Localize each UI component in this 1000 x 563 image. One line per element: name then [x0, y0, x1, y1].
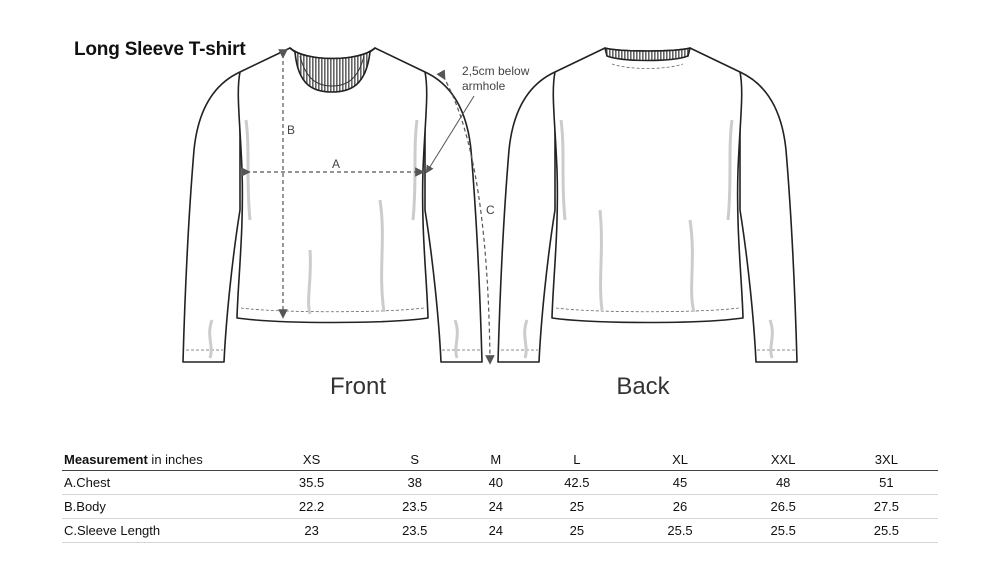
back-details — [501, 63, 795, 351]
sleeve-measure-label: C — [486, 203, 495, 217]
armhole-pointer-line — [425, 95, 475, 174]
table-cell: 48 — [731, 470, 835, 495]
table-cell: 25 — [525, 518, 629, 543]
table-cell: 42.5 — [525, 470, 629, 495]
table-cell: 35.5 — [260, 470, 364, 495]
table-cell: 25 — [525, 494, 629, 519]
size-header-xl: XL — [628, 448, 732, 471]
row-label: A.Chest — [62, 470, 260, 495]
back-view-label: Back — [616, 373, 670, 400]
body-measure-label: B — [287, 123, 296, 137]
measurement-header: Measurement in inches — [62, 448, 260, 471]
sleeve-measure-line — [436, 69, 495, 365]
armhole-note-line2: armhole — [462, 79, 506, 93]
table-row: A.Chest 35.5 38 40 42.5 45 48 51 — [62, 470, 938, 495]
front-shirt — [182, 47, 483, 363]
chest-measure-label: A — [332, 157, 341, 171]
table-cell: 38 — [363, 470, 467, 495]
table-cell: 24 — [466, 518, 526, 543]
size-header-m: M — [466, 448, 526, 471]
table-cell: 45 — [628, 470, 732, 495]
table-cell: 27.5 — [834, 494, 938, 519]
table-cell: 51 — [834, 470, 938, 495]
size-chart-table: Measurement in inches XS S M L XL XXL 3X… — [62, 448, 938, 543]
measurement-header-bold: Measurement — [64, 451, 148, 467]
row-label: B.Body — [62, 494, 260, 519]
table-cell: 25.5 — [834, 518, 938, 543]
size-chart-header-row: Measurement in inches XS S M L XL XXL 3X… — [62, 448, 938, 471]
size-header-l: L — [525, 448, 629, 471]
table-row: C.Sleeve Length 23 23.5 24 25 25.5 25.5 … — [62, 518, 938, 543]
row-label: C.Sleeve Length — [62, 518, 260, 543]
table-cell: 26.5 — [731, 494, 835, 519]
back-folds — [523, 119, 774, 359]
size-header-s: S — [363, 448, 467, 471]
size-header-xs: XS — [260, 448, 364, 471]
table-cell: 24 — [466, 494, 526, 519]
table-cell: 23.5 — [363, 494, 467, 519]
table-cell: 25.5 — [731, 518, 835, 543]
page-title: Long Sleeve T-shirt — [74, 39, 246, 60]
size-header-xxl: XXL — [731, 448, 835, 471]
garment-illustration — [182, 47, 798, 365]
table-cell: 23 — [260, 518, 364, 543]
front-view-label: Front — [329, 373, 386, 400]
table-row: B.Body 22.2 23.5 24 25 26 26.5 27.5 — [62, 494, 938, 519]
armhole-note: 2,5cm below armhole — [462, 64, 529, 94]
table-cell: 23.5 — [363, 518, 467, 543]
table-cell: 22.2 — [260, 494, 364, 519]
table-cell: 26 — [628, 494, 732, 519]
back-shirt — [497, 47, 798, 363]
table-cell: 25.5 — [628, 518, 732, 543]
measurement-header-unit: in inches — [147, 451, 203, 467]
armhole-note-line1: 2,5cm below — [462, 64, 530, 78]
table-cell: 40 — [466, 470, 526, 495]
size-header-3xl: 3XL — [834, 448, 938, 471]
